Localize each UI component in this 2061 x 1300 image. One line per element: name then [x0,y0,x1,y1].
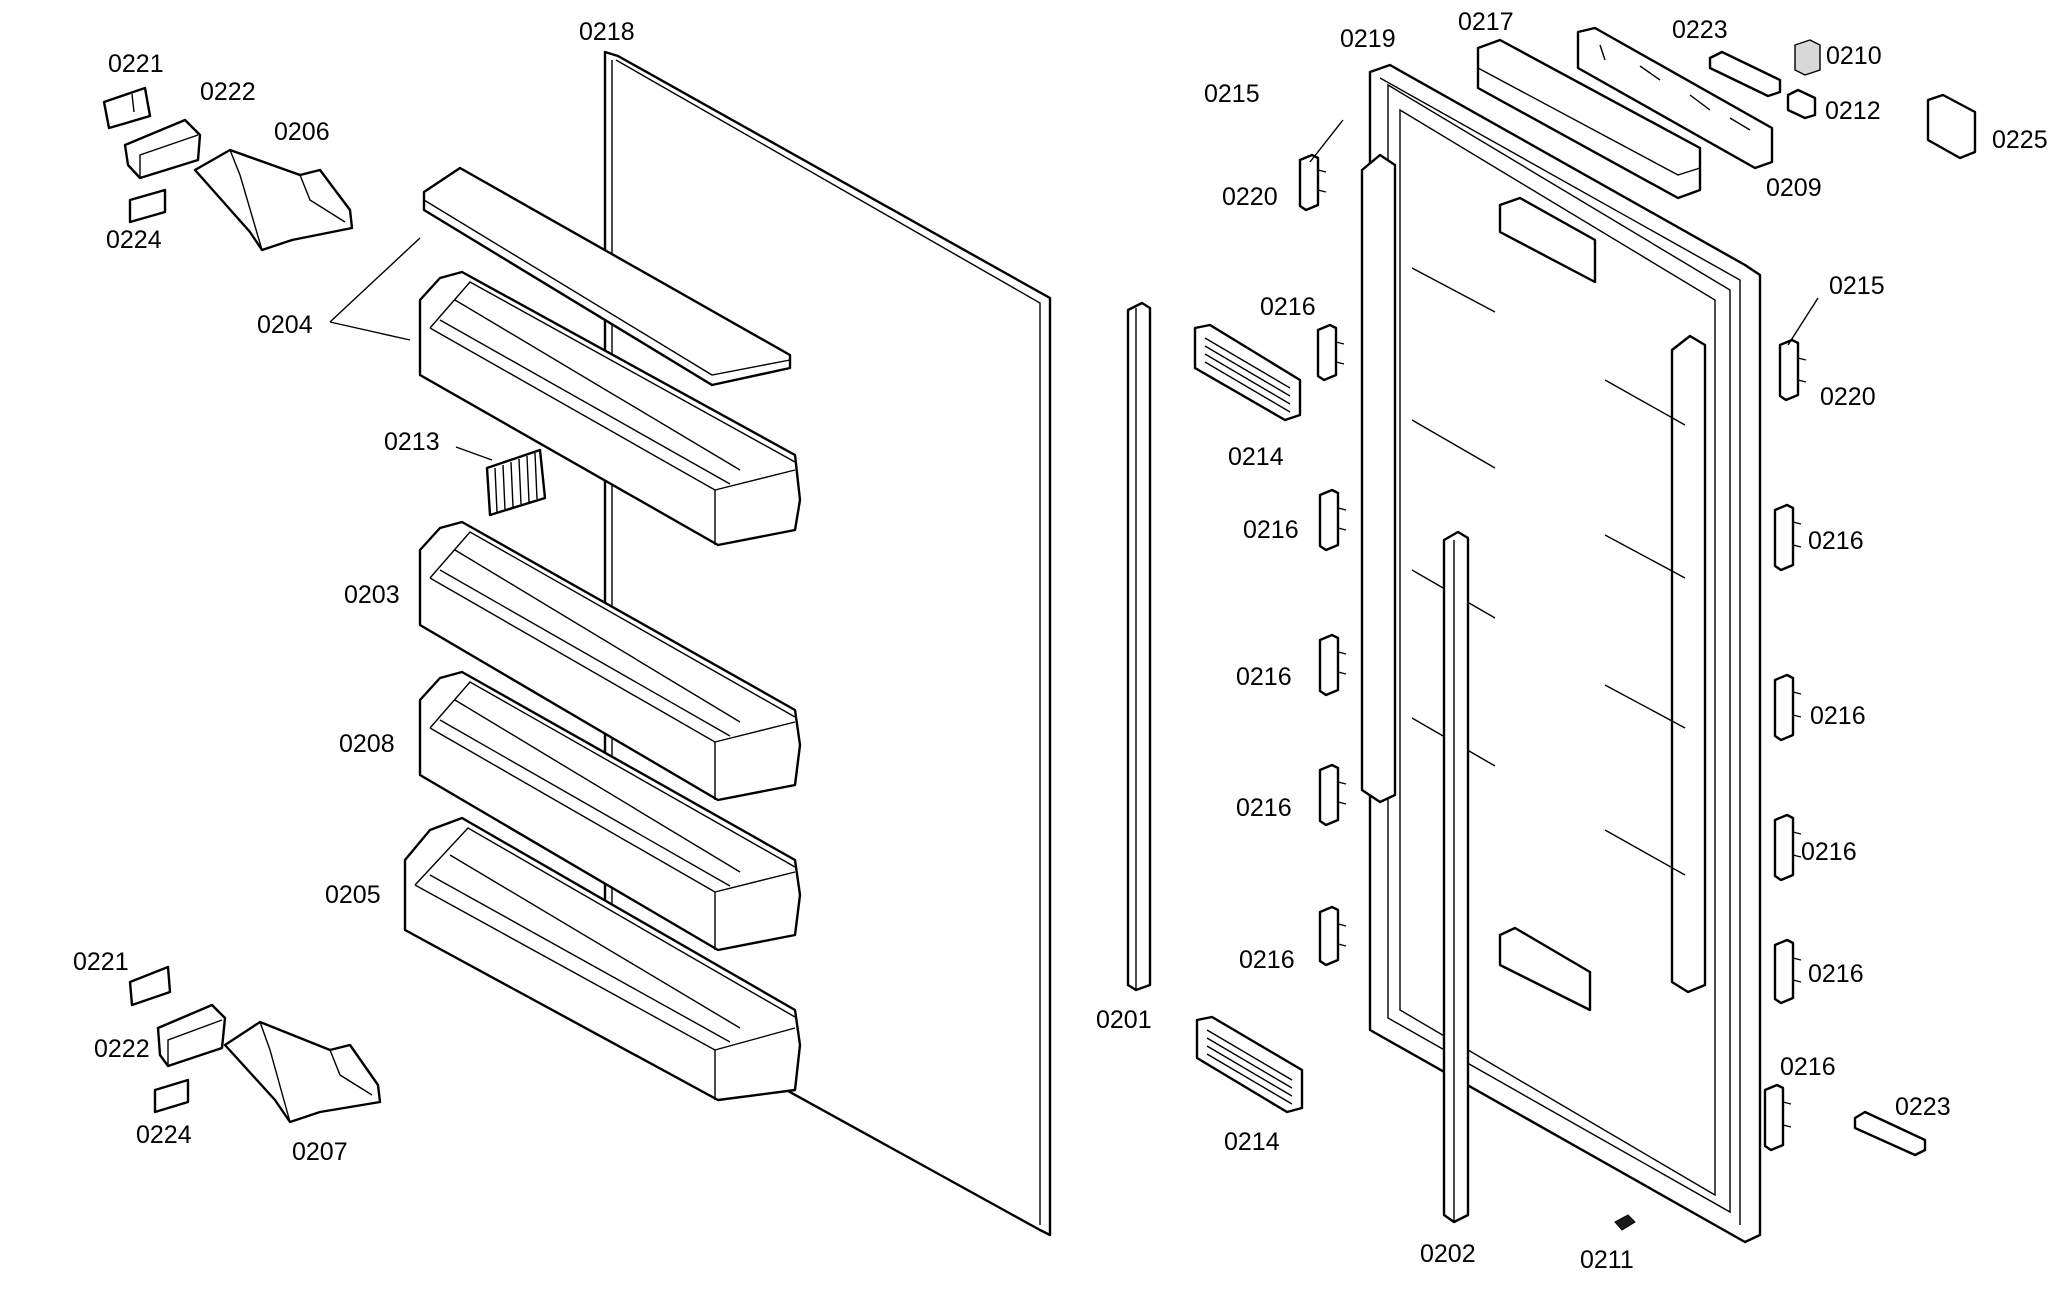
door-shelf-0208 [418,670,802,952]
label-0208: 0208 [339,730,395,758]
clip-0216-l2 [1318,488,1347,552]
label-0212: 0212 [1825,97,1881,125]
label-0224-bottom: 0224 [136,1121,192,1149]
cover-0210 [1794,39,1821,76]
label-0203: 0203 [344,581,400,609]
label-0205: 0205 [325,881,381,909]
label-0221-top: 0221 [108,50,164,78]
clip-0216-r4 [1773,938,1802,1005]
control-board-0209 [1576,26,1774,170]
label-0207: 0207 [292,1138,348,1166]
label-0211: 0211 [1580,1246,1634,1274]
label-0220-left: 0220 [1222,183,1278,211]
label-0225: 0225 [1992,126,2048,154]
label-0214-bottom: 0214 [1224,1128,1280,1156]
door-liner-0219 [1360,63,1762,1244]
clip-0212 [1786,88,1817,120]
hinge-0206 [193,148,354,252]
hinge-cover-0221-top [102,86,152,130]
label-0224-top: 0224 [106,226,162,254]
label-0215-left: 0215 [1204,80,1260,108]
label-0213: 0213 [384,428,440,456]
label-0222-bottom: 0222 [94,1035,150,1063]
clip-0215-right [1778,338,1807,402]
label-0221-bottom: 0221 [73,948,129,976]
clip-0216-r2 [1773,673,1802,742]
profile-strip-0201 [1126,301,1152,992]
label-0216-r5: 0216 [1780,1053,1836,1081]
leader-lines [329,119,1819,461]
label-0214-top: 0214 [1228,443,1284,471]
label-0219: 0219 [1340,25,1396,53]
label-0223-top: 0223 [1672,16,1728,44]
label-0220-right: 0220 [1820,383,1876,411]
clip-0216-r3 [1773,813,1802,882]
label-0222-top: 0222 [200,78,256,106]
label-0201: 0201 [1096,1006,1152,1034]
clip-0216-l1 [1316,323,1345,382]
bracket-0223-top [1708,50,1782,98]
label-0216-r4: 0216 [1808,960,1864,988]
shelf-lid-0204 [422,166,792,387]
clip-0216-l3 [1318,633,1347,697]
plate-0225 [1926,93,1977,160]
hinge-cover-0221-bottom [128,965,172,1007]
label-0216-l4: 0216 [1236,794,1292,822]
clip-0216-r5 [1763,1083,1792,1152]
bracket-0223-bottom [1853,1110,1927,1157]
clip-0216-r1 [1773,503,1802,572]
label-0216-l5: 0216 [1239,946,1295,974]
label-0204: 0204 [257,311,313,339]
screw-0211 [1614,1214,1636,1231]
hinge-plate-0222-bottom [156,1003,227,1068]
label-0215-right: 0215 [1829,272,1885,300]
label-0223-bottom: 0223 [1895,1093,1951,1121]
door-shelf-0204 [418,270,802,547]
hinge-plate-0222-top [123,118,202,180]
label-0216-r2: 0216 [1810,702,1866,730]
label-0206: 0206 [274,118,330,146]
gasket-0224-bottom [153,1078,190,1114]
hinge-0207 [223,1020,382,1124]
part-labels: 0221 0222 0206 0224 0204 0213 0203 0208 … [73,8,2048,1274]
handle-strip-0202 [1442,530,1470,1224]
label-0202: 0202 [1420,1240,1476,1268]
gasket-0224-top [128,188,167,224]
label-0216-l1: 0216 [1260,293,1316,321]
label-0216-r1: 0216 [1808,527,1864,555]
clip-0216-l4 [1318,763,1347,827]
vent-grille-0214-bottom [1195,1015,1304,1114]
divider-0213 [485,448,547,517]
label-0216-l2: 0216 [1243,516,1299,544]
clip-0215-left [1298,153,1327,212]
vent-grille-0214-top [1193,323,1302,422]
door-shelf-0203 [418,520,802,802]
label-0216-l3: 0216 [1236,663,1292,691]
label-0209: 0209 [1766,174,1822,202]
label-0216-r3: 0216 [1801,838,1857,866]
label-0217: 0217 [1458,8,1514,36]
top-cover-0217 [1476,38,1702,200]
label-0218: 0218 [579,18,635,46]
label-0210: 0210 [1826,42,1882,70]
clip-0216-l5 [1318,905,1347,967]
door-shelf-0205 [403,816,802,1102]
